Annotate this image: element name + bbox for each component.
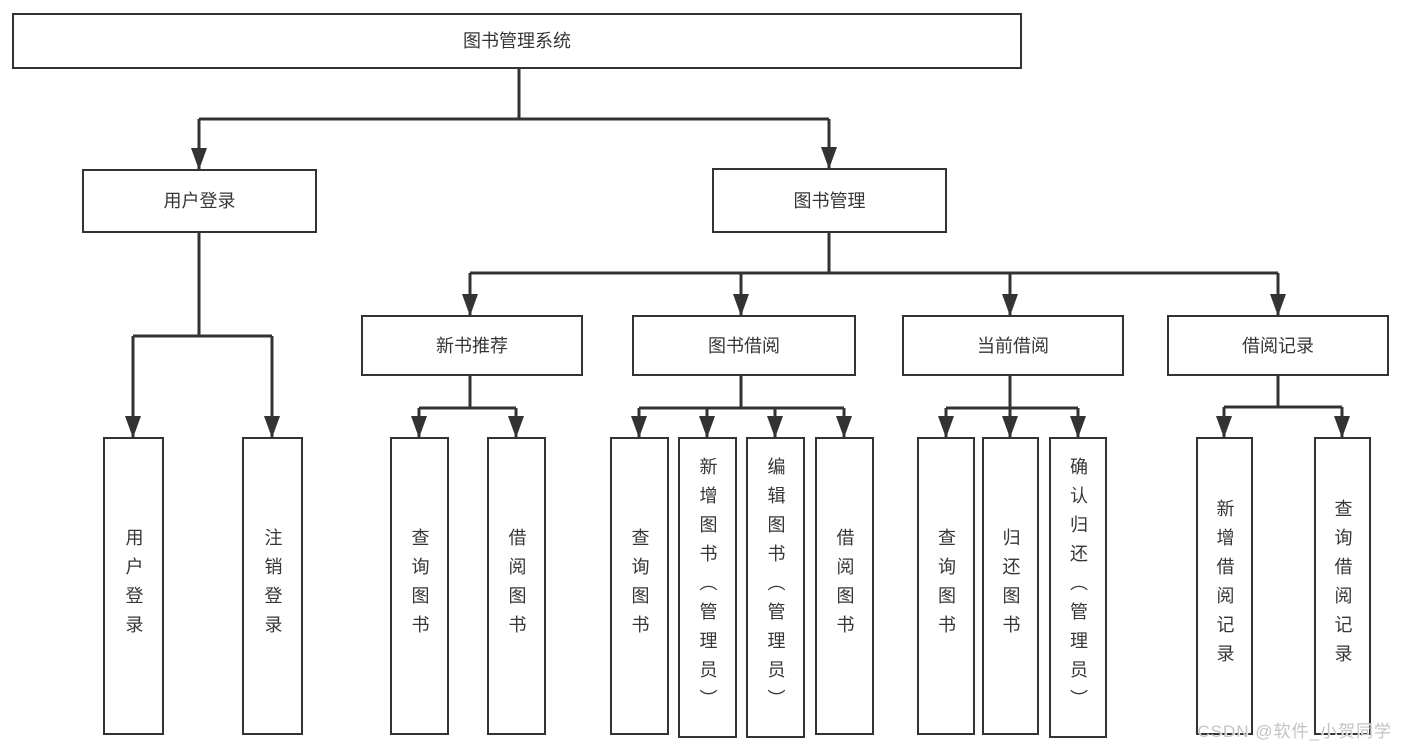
leaf-query-books-borrow: 查询图书 [610, 437, 669, 735]
node-book-management: 图书管理 [712, 168, 947, 233]
leaf-add-borrow-record: 新增借阅记录 [1196, 437, 1253, 735]
connector-user-login-bus [133, 233, 272, 338]
watermark: CSDN @软件_小贺同学 [1197, 722, 1392, 741]
leaf-borrow-books-borrow: 借阅图书 [815, 437, 874, 735]
connector-records-bus [1224, 376, 1342, 409]
leaf-user-login: 用户登录 [103, 437, 164, 735]
node-new-book-recommendation: 新书推荐 [361, 315, 583, 376]
leaf-confirm-return-admin: 确认归还（管理员） [1049, 437, 1107, 738]
leaf-edit-books-admin: 编辑图书（管理员） [746, 437, 805, 738]
leaf-query-borrow-record: 查询借阅记录 [1314, 437, 1371, 735]
node-current-borrowing: 当前借阅 [902, 315, 1124, 376]
connector-borrow-bus [639, 376, 844, 410]
connector-recommend-bus [419, 376, 516, 410]
connector-current-bus [946, 376, 1078, 410]
node-borrowing-records: 借阅记录 [1167, 315, 1389, 376]
leaf-return-books: 归还图书 [982, 437, 1039, 735]
connector-root-bus [199, 69, 829, 121]
node-book-borrowing: 图书借阅 [632, 315, 856, 376]
leaf-borrow-books-recommend: 借阅图书 [487, 437, 546, 735]
leaf-logout: 注销登录 [242, 437, 303, 735]
leaf-query-books-recommend: 查询图书 [390, 437, 449, 735]
leaf-add-books-admin: 新增图书（管理员） [678, 437, 737, 738]
node-user-login: 用户登录 [82, 169, 317, 233]
connector-book-mgmt-bus [470, 233, 1278, 275]
node-root-library-system: 图书管理系统 [12, 13, 1022, 69]
leaf-query-books-current: 查询图书 [917, 437, 975, 735]
